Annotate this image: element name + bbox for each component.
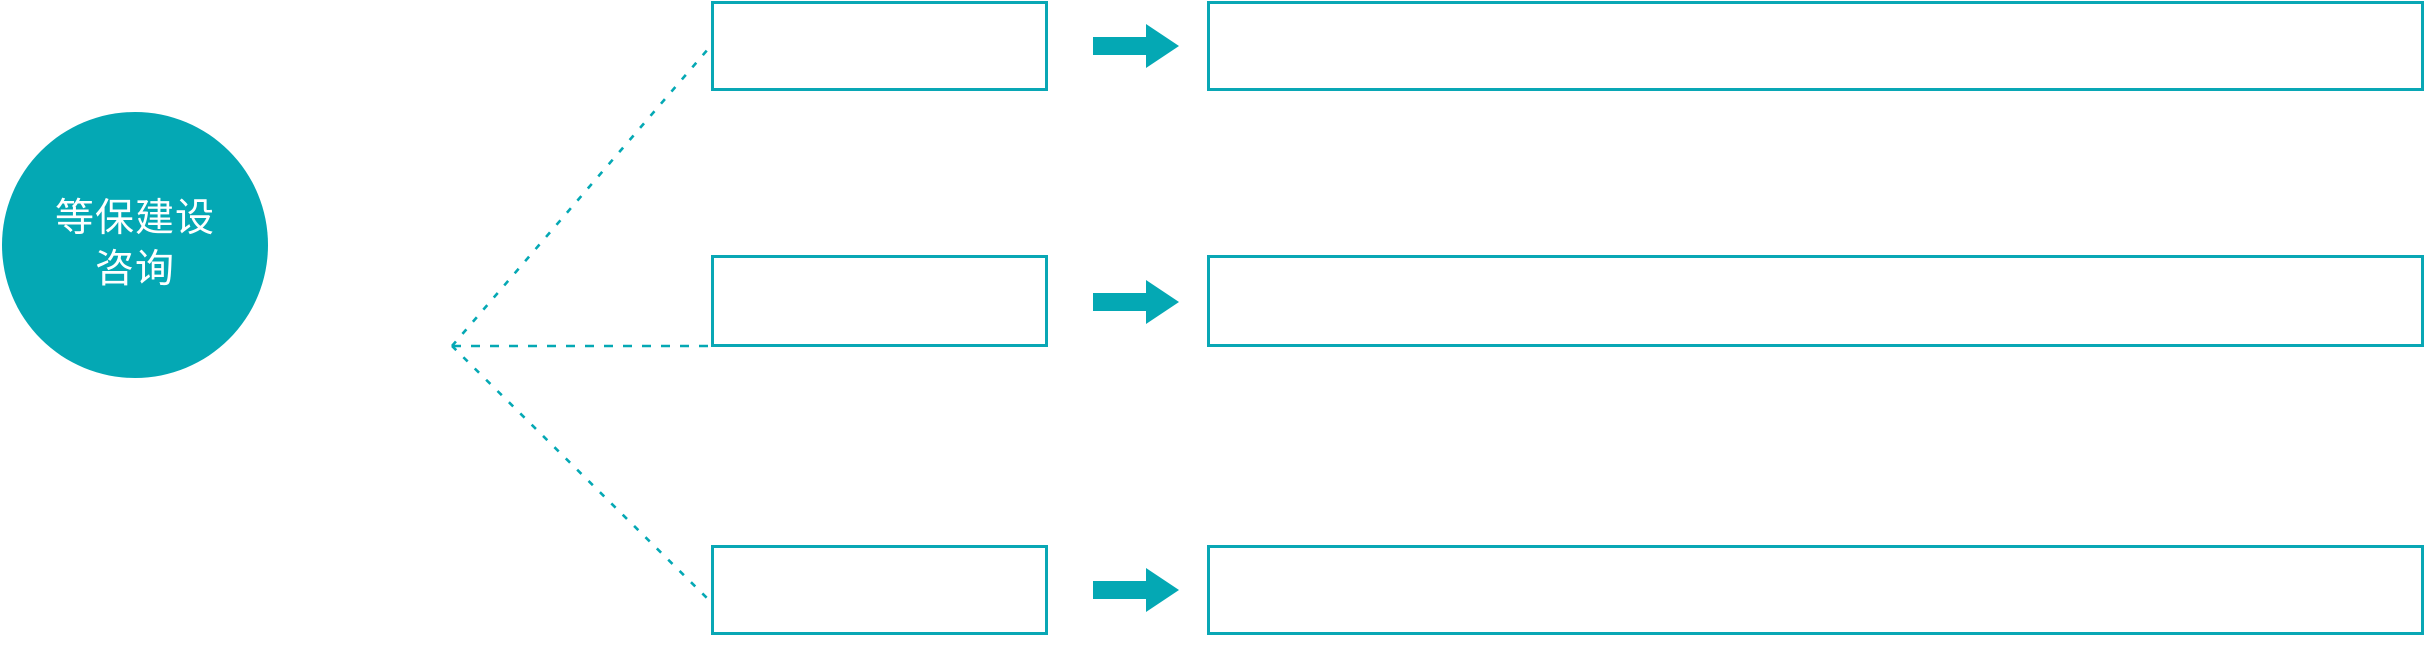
hub-label-line-1: 等保建设 [54,197,215,241]
branch-detail-box[interactable] [1207,545,2424,635]
right-arrow-icon [1093,568,1179,612]
hub-circle[interactable]: 等保建设 咨询 [2,112,268,378]
right-arrow-icon [1093,280,1179,324]
hub-label-line-2: 咨询 [94,248,175,291]
branch-label-box[interactable] [711,545,1048,635]
branch-row [0,255,2434,410]
branch-detail-box[interactable] [1207,1,2424,91]
branch-label-box[interactable] [711,255,1048,347]
branch-detail-box[interactable] [1207,255,2424,347]
branch-label-box[interactable] [711,1,1048,91]
right-arrow-icon [1093,24,1179,68]
branch-row [0,545,2434,655]
branch-row [0,0,2434,145]
